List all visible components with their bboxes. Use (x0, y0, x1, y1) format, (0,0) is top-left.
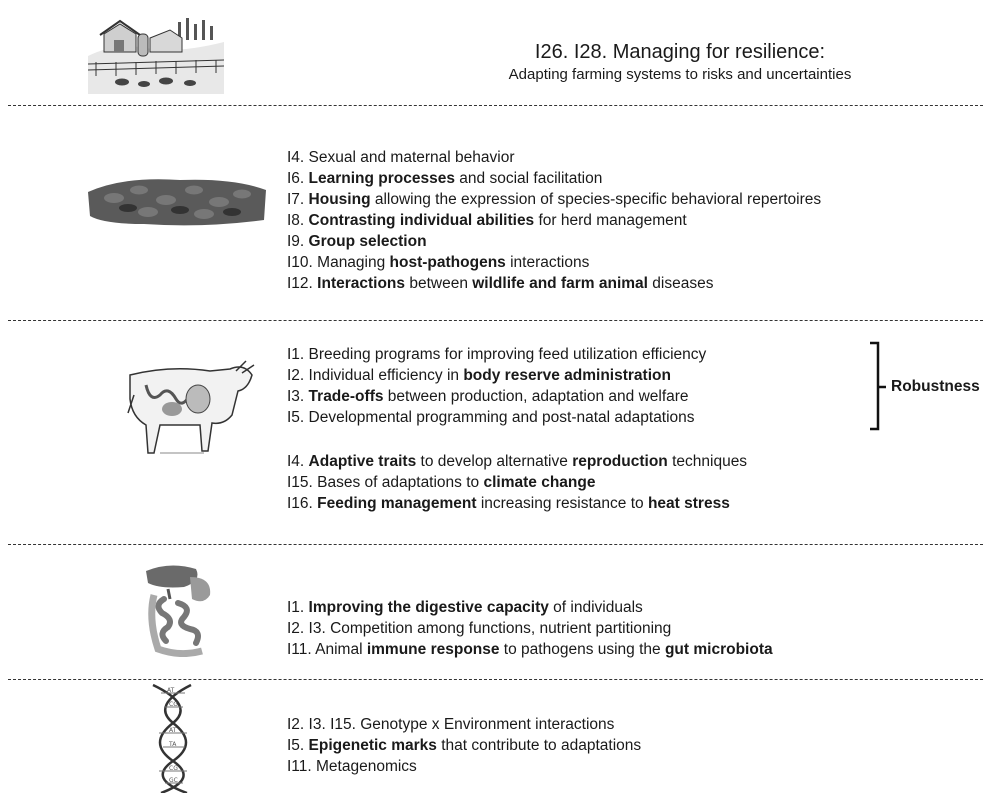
item-text: I11. Metagenomics (287, 758, 417, 775)
dna-helix-illustration: AT CG AT TA CG GC (143, 683, 203, 795)
section-divider (8, 679, 983, 680)
digestive-item-list: I1. Improving the digestive capacity of … (287, 597, 773, 660)
item-text: I16. (287, 495, 318, 512)
animal-robustness-item: I5. Developmental programming and post-n… (287, 407, 706, 428)
item-emphasis: gut microbiota (664, 641, 773, 658)
item-text: I6. (287, 170, 309, 187)
item-text: to develop alternative (416, 453, 573, 470)
behavior-item: I7. Housing allowing the expression of s… (287, 189, 821, 210)
item-text: I2. I3. Competition among functions, nut… (287, 620, 672, 637)
item-emphasis: Epigenetic marks (308, 737, 437, 754)
item-text: I2. Individual efficiency in (287, 367, 464, 384)
item-text: I4. Sexual and maternal behavior (287, 149, 515, 166)
diagram-subtitle: Adapting farming systems to risks and un… (508, 66, 852, 83)
behavior-item: I6. Learning processes and social facili… (287, 168, 821, 189)
animal-robustness-item: I2. Individual efficiency in body reserv… (287, 365, 706, 386)
item-text: that contribute to adaptations (436, 737, 642, 754)
item-text: I8. (287, 212, 309, 229)
item-emphasis: wildlife and farm animal (472, 275, 648, 292)
genetic-item: I5. Epigenetic marks that contribute to … (287, 735, 641, 756)
genetic-item: I11. Metagenomics (287, 756, 641, 777)
item-text: I1. Breeding programs for improving feed… (287, 346, 707, 363)
behavior-item: I12. Interactions between wildlife and f… (287, 273, 821, 294)
behavior-item: I4. Sexual and maternal behavior (287, 147, 821, 168)
animal-robustness-item: I1. Breeding programs for improving feed… (287, 344, 706, 365)
item-text: allowing the expression of species-speci… (370, 191, 822, 208)
cow-anatomy-illustration (120, 355, 260, 465)
item-text: I12. (287, 275, 318, 292)
dna-base-label: TA (168, 741, 177, 748)
item-emphasis: heat stress (647, 495, 730, 512)
dna-base-label: AT (169, 727, 177, 734)
behavior-item: I10. Managing host-pathogens interaction… (287, 252, 821, 273)
animal-adaptive-item: I4. Adaptive traits to develop alternati… (287, 451, 747, 472)
farm-illustration (86, 12, 226, 94)
item-emphasis: Feeding management (317, 495, 477, 512)
behavior-item: I8. Contrasting individual abilities for… (287, 210, 821, 231)
item-text: I11. Animal (287, 641, 367, 658)
item-emphasis: Housing (308, 191, 371, 208)
genetic-item-list: I2. I3. I15. Genotype x Environment inte… (287, 714, 641, 777)
item-text: I15. Bases of adaptations to (287, 474, 484, 491)
dna-base-label: CG (169, 701, 178, 708)
item-text: interactions (505, 254, 590, 271)
item-emphasis: Trade-offs (308, 388, 384, 405)
genetic-item: I2. I3. I15. Genotype x Environment inte… (287, 714, 641, 735)
animal-adaptive-item: I16. Feeding management increasing resis… (287, 493, 747, 514)
item-text: between production, adaptation and welfa… (383, 388, 689, 405)
animal-robustness-item: I3. Trade-offs between production, adapt… (287, 386, 706, 407)
item-text: I3. (287, 388, 309, 405)
dna-base-label: AT (167, 687, 175, 694)
digestive-system-illustration (140, 559, 228, 658)
section-divider (8, 105, 983, 106)
item-text: and social facilitation (455, 170, 603, 187)
item-text: diseases (647, 275, 714, 292)
robustness-bracket (866, 341, 892, 433)
item-emphasis: Contrasting individual abilities (308, 212, 535, 229)
diagram-title: I26. I28. Managing for resilience: (534, 41, 826, 63)
item-emphasis: body reserve administration (463, 367, 671, 384)
item-emphasis: Adaptive traits (308, 453, 417, 470)
animal-adaptive-item: I15. Bases of adaptations to climate cha… (287, 472, 747, 493)
section-divider (8, 320, 983, 321)
item-emphasis: Interactions (317, 275, 406, 292)
item-emphasis: Group selection (308, 233, 427, 250)
item-text: techniques (667, 453, 748, 470)
item-text: I5. Developmental programming and post-n… (287, 409, 695, 426)
item-emphasis: host-pathogens (389, 254, 506, 271)
digestive-item: I11. Animal immune response to pathogens… (287, 639, 773, 660)
item-text: increasing resistance to (476, 495, 648, 512)
item-text: for herd management (534, 212, 687, 229)
grazing-herd-illustration (84, 168, 269, 230)
item-emphasis: Improving the digestive capacity (308, 599, 549, 616)
item-text: I10. Managing (287, 254, 390, 271)
adaptive-traits-item-list: I4. Adaptive traits to develop alternati… (287, 451, 747, 514)
item-text: I9. (287, 233, 309, 250)
item-text: to pathogens using the (499, 641, 665, 658)
item-text: I4. (287, 453, 309, 470)
item-text: I5. (287, 737, 309, 754)
behavior-item: I9. Group selection (287, 231, 821, 252)
item-text: I1. (287, 599, 309, 616)
dna-base-label: CG (169, 765, 178, 772)
item-text: I7. (287, 191, 309, 208)
item-text: of individuals (548, 599, 643, 616)
dna-base-label: GC (169, 777, 178, 784)
robustness-item-list: I1. Breeding programs for improving feed… (287, 344, 706, 428)
item-emphasis: reproduction (572, 453, 668, 470)
item-emphasis: immune response (366, 641, 500, 658)
item-emphasis: climate change (483, 474, 596, 491)
robustness-label: Robustness (891, 378, 980, 395)
section-divider (8, 544, 983, 545)
item-text: I2. I3. I15. Genotype x Environment inte… (287, 716, 615, 733)
digestive-item: I2. I3. Competition among functions, nut… (287, 618, 773, 639)
digestive-item: I1. Improving the digestive capacity of … (287, 597, 773, 618)
item-text: between (405, 275, 473, 292)
item-emphasis: Learning processes (308, 170, 455, 187)
